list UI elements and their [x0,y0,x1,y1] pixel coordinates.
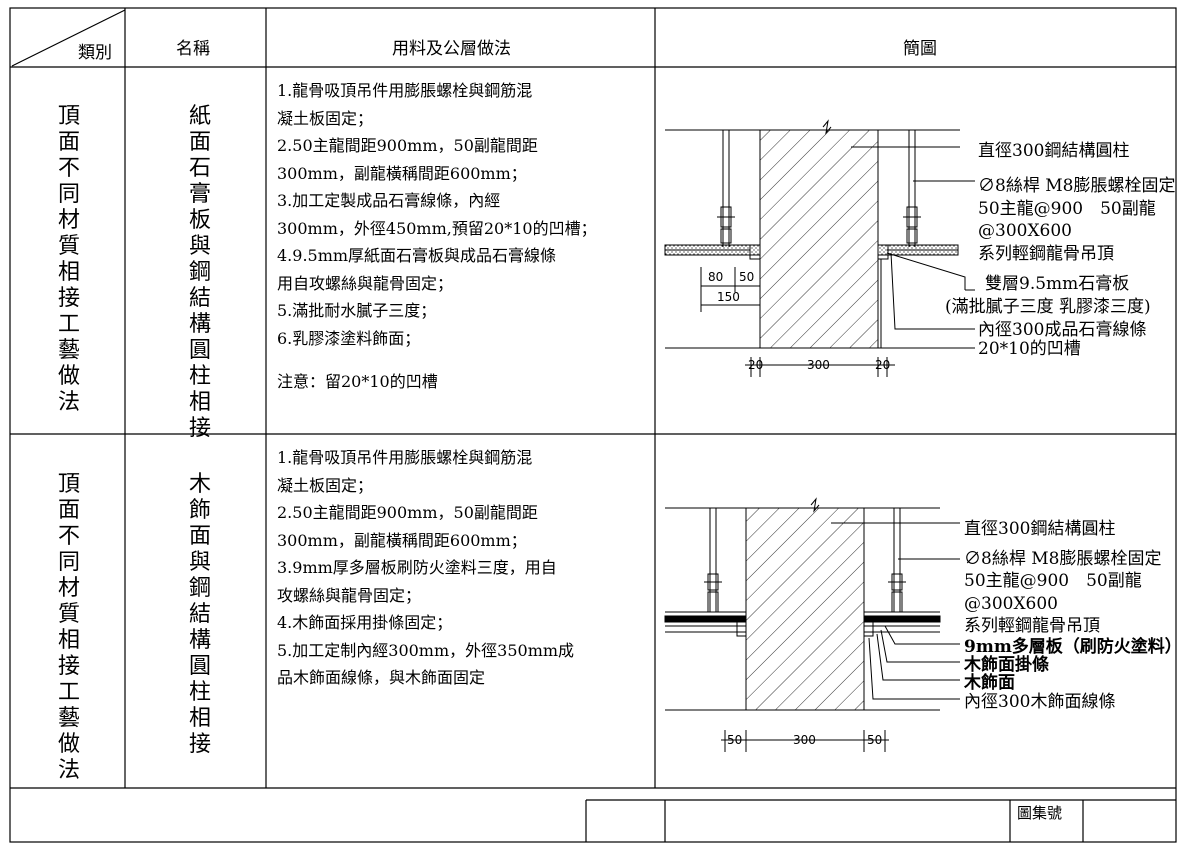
header-category: 類別 [78,43,112,63]
steel-column [759,129,879,349]
row1-spec-line: 300mm，副龍橫稱間距600mm； [277,163,527,183]
row1-label-keel: 50主龍@900 50副龍 [978,199,1156,219]
row2-label-hanging-strip: 木飾面掛條 [963,654,1049,675]
row1-label-ceiling: 系列輕鋼龍骨吊頂 [978,244,1114,264]
row1-spec-line: 用自攻螺絲與龍骨固定； [277,273,454,293]
row1-spec-line: 2.50主龍間距900mm，50副龍間距 [277,136,538,155]
row1-label-moulding: 內徑300成品石膏線條 [978,319,1146,340]
row2-spec: 1.龍骨吸頂吊件用膨脹螺栓與鋼筋混 凝土板固定； 2.50主龍間距900mm，5… [277,444,574,692]
row2-spec-line: 1.龍骨吸頂吊件用膨脹螺栓與鋼筋混 [277,448,533,467]
row1-spec-line: 4.9.5mm厚紙面石膏板與成品石膏線條 [277,246,557,265]
row2-label-plywood: 9mm多層板（刷防火塗料） [964,636,1176,657]
row1-label-finish: (滿批膩子三度 乳膠漆三度) [945,297,1151,317]
row1-dim: 20 [875,358,890,372]
row2-label-ceiling: 系列輕鋼龍骨吊頂 [964,616,1100,636]
row2-dim: 300 [793,733,816,747]
row2-dim: 50 [867,733,882,747]
row1-spec-line: 5.滿批耐水膩子三度； [277,301,437,320]
row1-spec-line: 凝土板固定； [277,108,374,128]
row2-label-veneer: 木飾面 [963,672,1015,693]
row1-spec: 1.龍骨吸頂吊件用膨脹螺栓與鋼筋混 凝土板固定； 2.50主龍間距900mm，5… [277,77,597,396]
row2-label-keel-spacing: @300X600 [964,594,1058,614]
row1-dim: 20 [748,358,763,372]
row1-name: 紙面石膏板與鋼結構圓柱相接 [188,104,211,441]
row2-label-moulding: 內徑300木飾面線條 [964,692,1115,712]
row2-spec-line: 攻螺絲與龍骨固定； [277,585,422,605]
row1-spec-line: 300mm，外徑450mm,預留20*10的凹槽； [277,218,597,238]
row2-spec-line: 5.加工定制內經300mm，外徑350mm成 [277,640,575,660]
row2-dim: 50 [727,733,742,747]
row2-diagram: 直徑300鋼結構圓柱 ∅8絲桿 M8膨脹螺栓固定 50主龍@900 50副龍 @… [664,497,1176,752]
row2-label-hanger: ∅8絲桿 M8膨脹螺栓固定 [964,549,1161,569]
row1-dim: 300 [807,358,830,372]
row2-spec-line: 3.9mm厚多層板刷防火塗料三度，用自 [277,558,557,577]
row1-label-column: 直徑300鋼結構圓柱 [978,141,1129,161]
row1-dim: 80 [708,270,723,284]
row1-category: 頂面不同材質相接工藝做法 [57,104,80,415]
row1-spec-line: 6.乳膠漆塗料飾面； [277,328,421,348]
row2-spec-line: 300mm，副龍橫稱間距600mm； [277,530,527,550]
header-diagram: 簡圖 [903,39,937,59]
atlas-number-label: 圖集號 [1017,804,1063,822]
header-method: 用料及公層做法 [392,39,511,59]
row1-label-groove: 20*10的凹槽 [978,339,1081,359]
row2-spec-line: 品木飾面線條，與木飾面固定 [277,668,486,687]
steel-column [745,507,865,711]
row1-label-keel-spacing: @300X600 [978,221,1072,241]
row2-label-keel: 50主龍@900 50副龍 [964,571,1142,591]
header-name: 名稱 [176,39,210,59]
row1-spec-line: 3.加工定製成品石膏線條，內經 [277,191,501,210]
row1-spec-line: 1.龍骨吸頂吊件用膨脹螺栓與鋼筋混 [277,81,533,100]
row2-category: 頂面不同材質相接工藝做法 [57,472,80,783]
row1-label-hanger: ∅8絲桿 M8膨脹螺栓固定 [978,176,1175,196]
row2-spec-line: 4.木飾面採用掛條固定； [277,613,453,632]
row1-spec-note: 注意：留20*10的凹槽 [277,372,438,391]
row2-name: 木飾面與鋼結構圓柱相接 [188,472,211,757]
row1-dim: 50 [739,270,754,284]
row2-spec-line: 凝土板固定； [277,475,374,495]
row2-label-column: 直徑300鋼結構圓柱 [964,519,1115,539]
row2-spec-line: 2.50主龍間距900mm，50副龍間距 [277,503,538,522]
row1-dim: 150 [717,290,740,304]
row1-diagram: 直徑300鋼結構圓柱 ∅8絲桿 M8膨脹螺栓固定 50主龍@900 50副龍 @… [664,119,1175,377]
row1-label-board: 雙層9.5mm石膏板 [985,273,1129,294]
